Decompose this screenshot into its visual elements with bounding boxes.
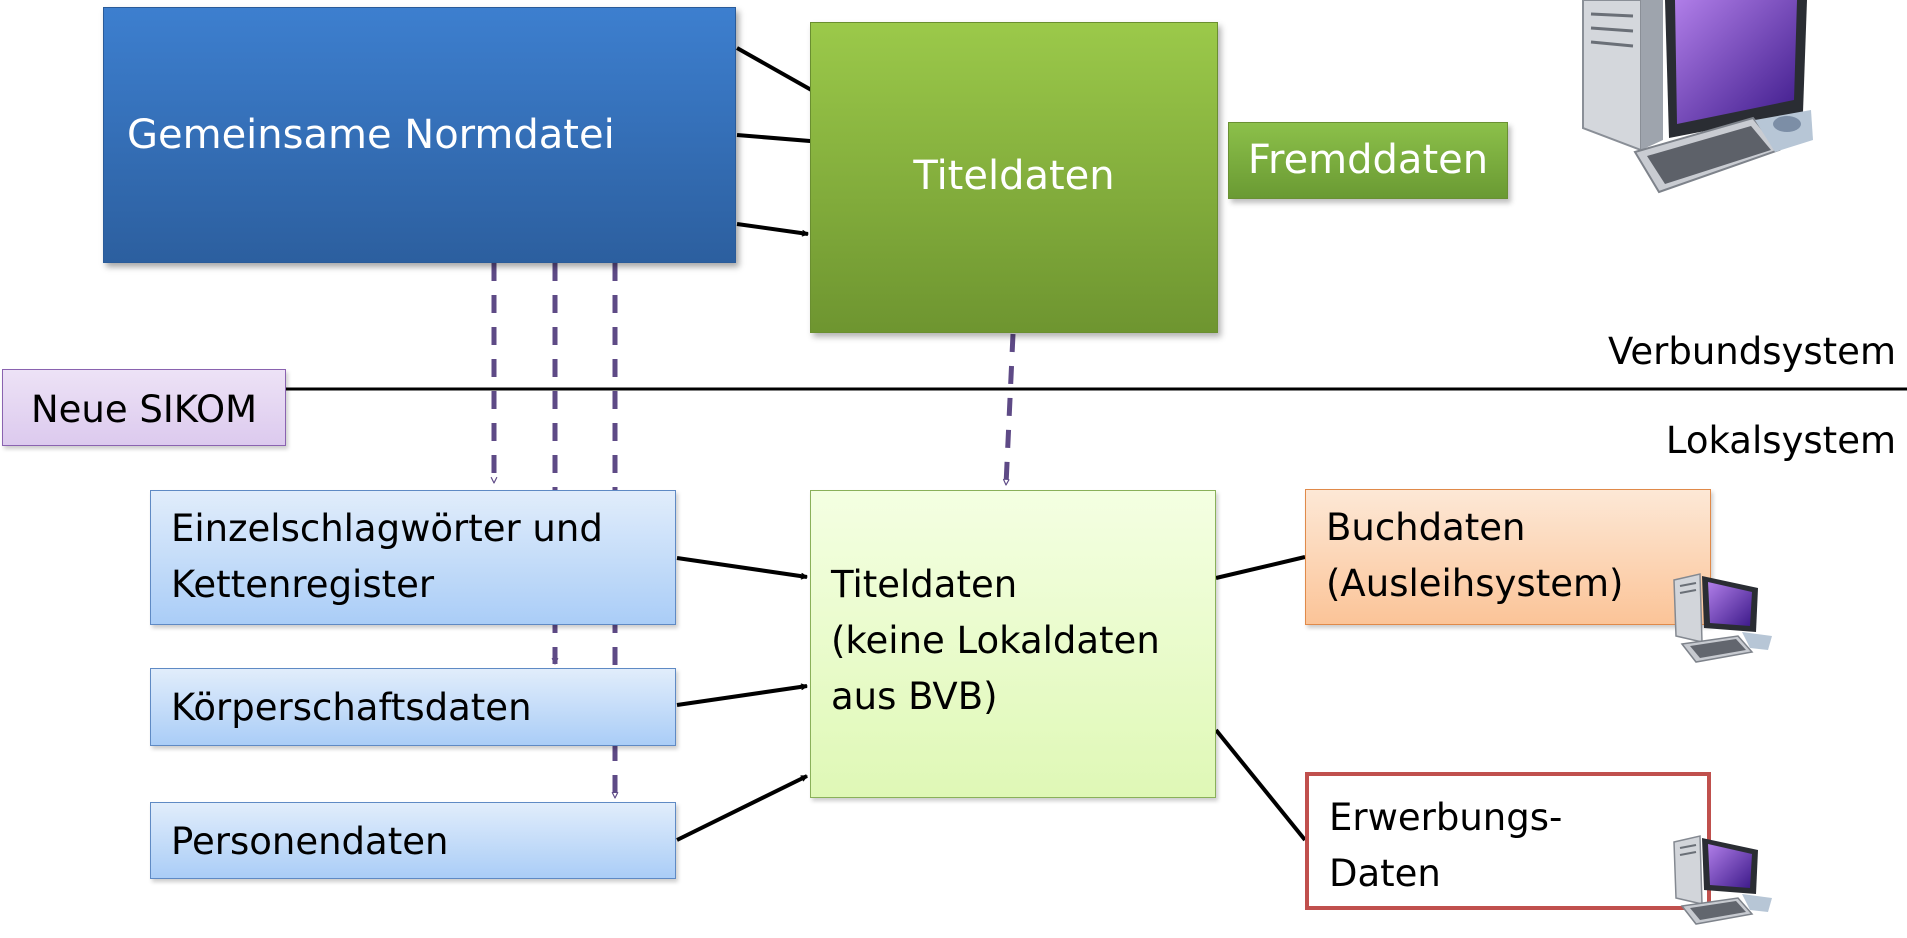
titeldaten-lokal-line2: (keine Lokaldaten [831,619,1160,662]
fremddaten-box: Fremddaten [1228,122,1508,199]
desktop-computer-icon [1582,0,1813,194]
koerperschaften-box: Körperschaftsdaten [150,668,676,746]
lokalsystem-label: Lokalsystem [1665,419,1896,462]
schlagwoerter-label-line1: Einzelschlagwörter und [171,507,603,550]
koerperschaften-label: Körperschaftsdaten [171,686,532,729]
titeldaten-lokal-box: Titeldaten (keine Lokaldaten aus BVB) [810,490,1216,798]
buchdaten-line2: (Ausleihsystem) [1326,562,1624,605]
titeldaten-lokal-line3: aus BVB) [831,675,998,718]
schlagwoerter-label-line2: Kettenregister [171,563,435,606]
normdatei-label: Gemeinsame Normdatei [127,112,615,158]
neue-sikom-label: Neue SIKOM [30,388,258,431]
verbundsystem-label: Verbundsystem [1607,330,1896,373]
buchdaten-line1: Buchdaten [1326,506,1526,549]
schlagwoerter-box: Einzelschlagwörter und Kettenregister [150,490,676,625]
erwerbungsdaten-box: Erwerbungs- Daten [1305,772,1711,910]
buchdaten-box: Buchdaten (Ausleihsystem) [1305,489,1711,625]
erwerbungsdaten-line1: Erwerbungs- [1329,796,1563,839]
desktop-computer-icon [1673,573,1772,663]
titeldaten-lokal-line1: Titeldaten [831,563,1018,606]
fremddaten-label: Fremddaten [1247,137,1489,183]
titeldaten-verbund-box: Titeldaten [810,22,1218,333]
connectors-to-right-boxes [1214,555,1307,842]
titeldaten-verbund-label: Titeldaten [913,153,1115,199]
erwerbungsdaten-line2: Daten [1329,852,1441,895]
personen-label: Personendaten [171,820,449,863]
arrows-normdatei-to-titeldaten [736,46,822,234]
normdatei-box: Gemeinsame Normdatei [103,7,736,263]
neue-sikom-box: Neue SIKOM [2,369,286,446]
arrows-to-local-titeldaten [676,556,807,842]
desktop-computer-icon [1673,835,1772,925]
personen-box: Personendaten [150,802,676,879]
